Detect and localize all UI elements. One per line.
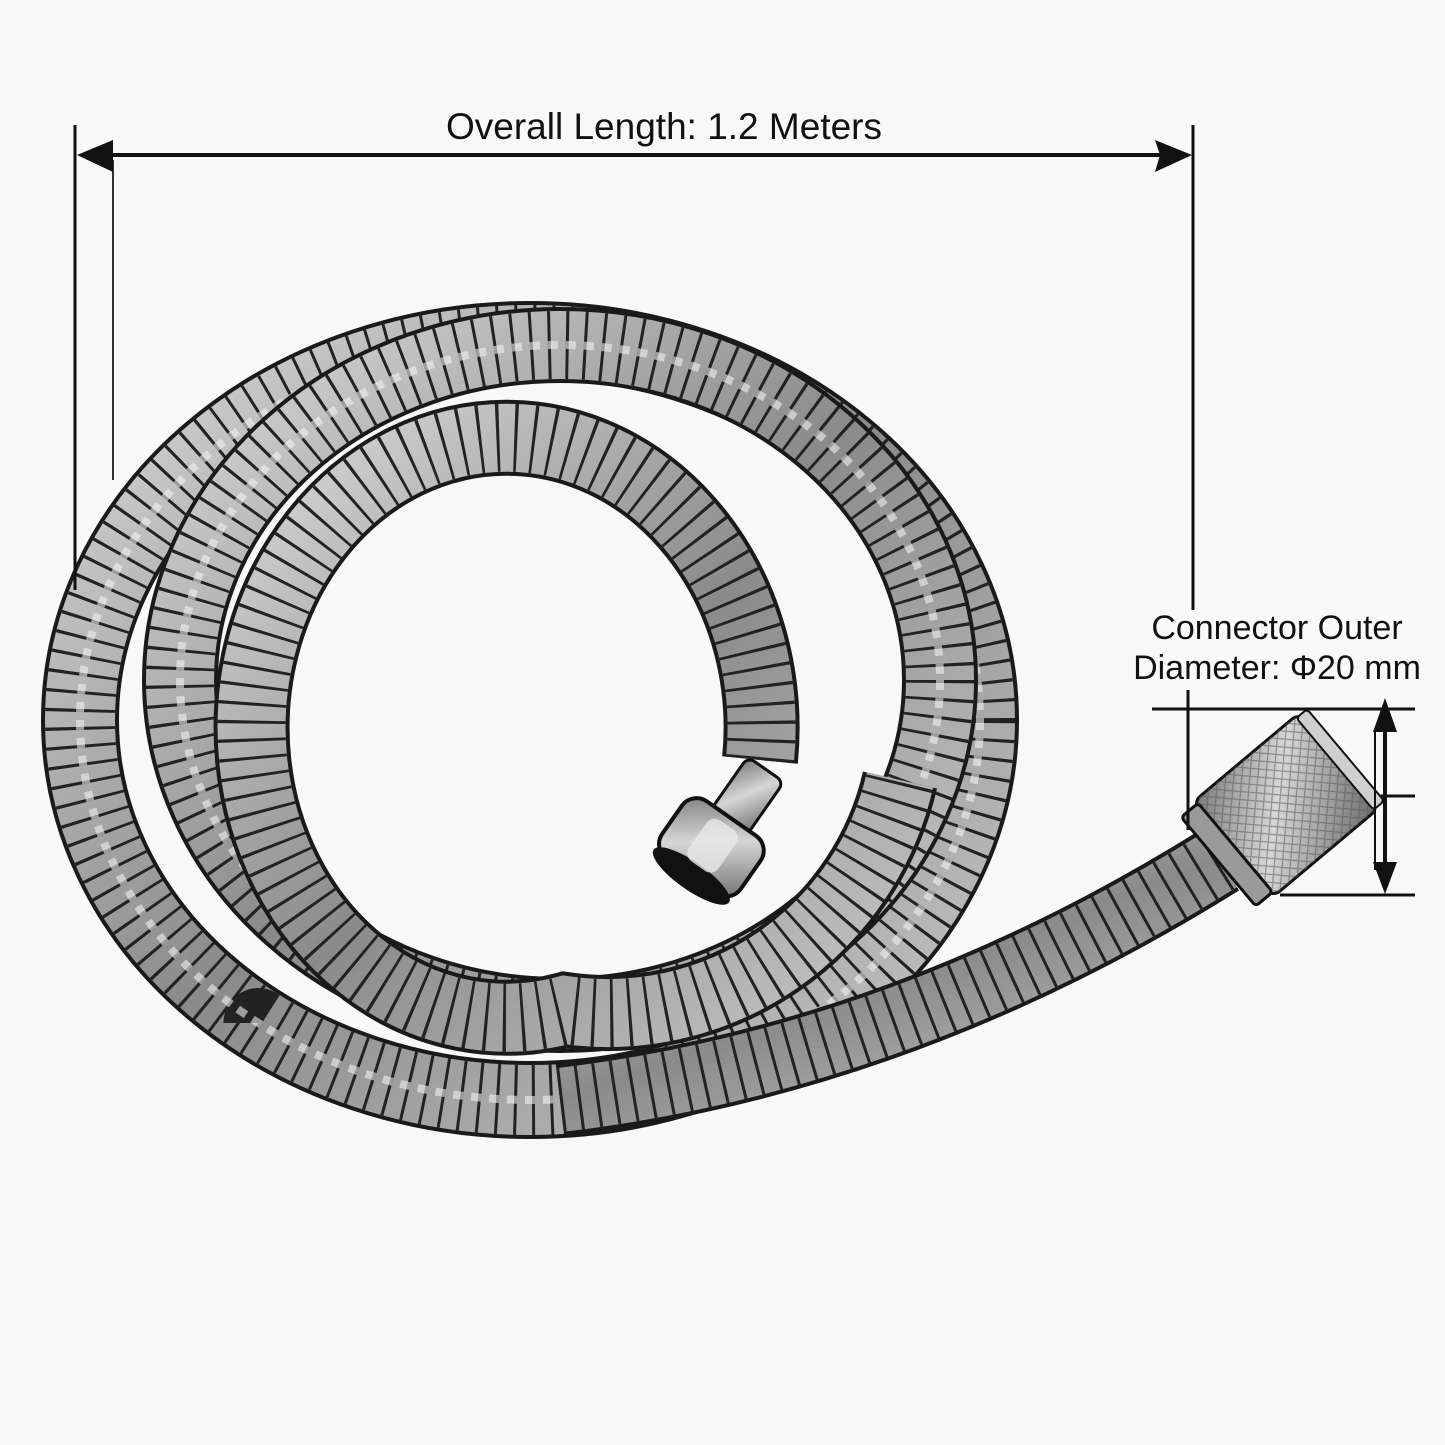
connector-label-line1: Connector Outer (1151, 609, 1403, 647)
overall-length-label: Overall Length: 1.2 Meters (446, 106, 882, 147)
connector-diameter-label: Connector Outer Diameter: Φ20 mm (1112, 608, 1442, 688)
hose-loop-inner (213, 399, 938, 1056)
right-arrowhead-icon (1155, 140, 1192, 172)
connector-label-line2: Diameter: Φ20 mm (1133, 649, 1421, 687)
down-arrowhead-icon (1373, 862, 1397, 894)
up-arrowhead-icon (1373, 698, 1397, 732)
inner-end-nut (652, 758, 783, 905)
connector-diameter-dimension (1152, 690, 1415, 897)
outer-knurled-connector (1181, 709, 1384, 907)
overall-length-dimension (73, 125, 1195, 610)
hose-tail (555, 829, 1240, 1136)
left-arrowhead-icon (77, 140, 113, 172)
